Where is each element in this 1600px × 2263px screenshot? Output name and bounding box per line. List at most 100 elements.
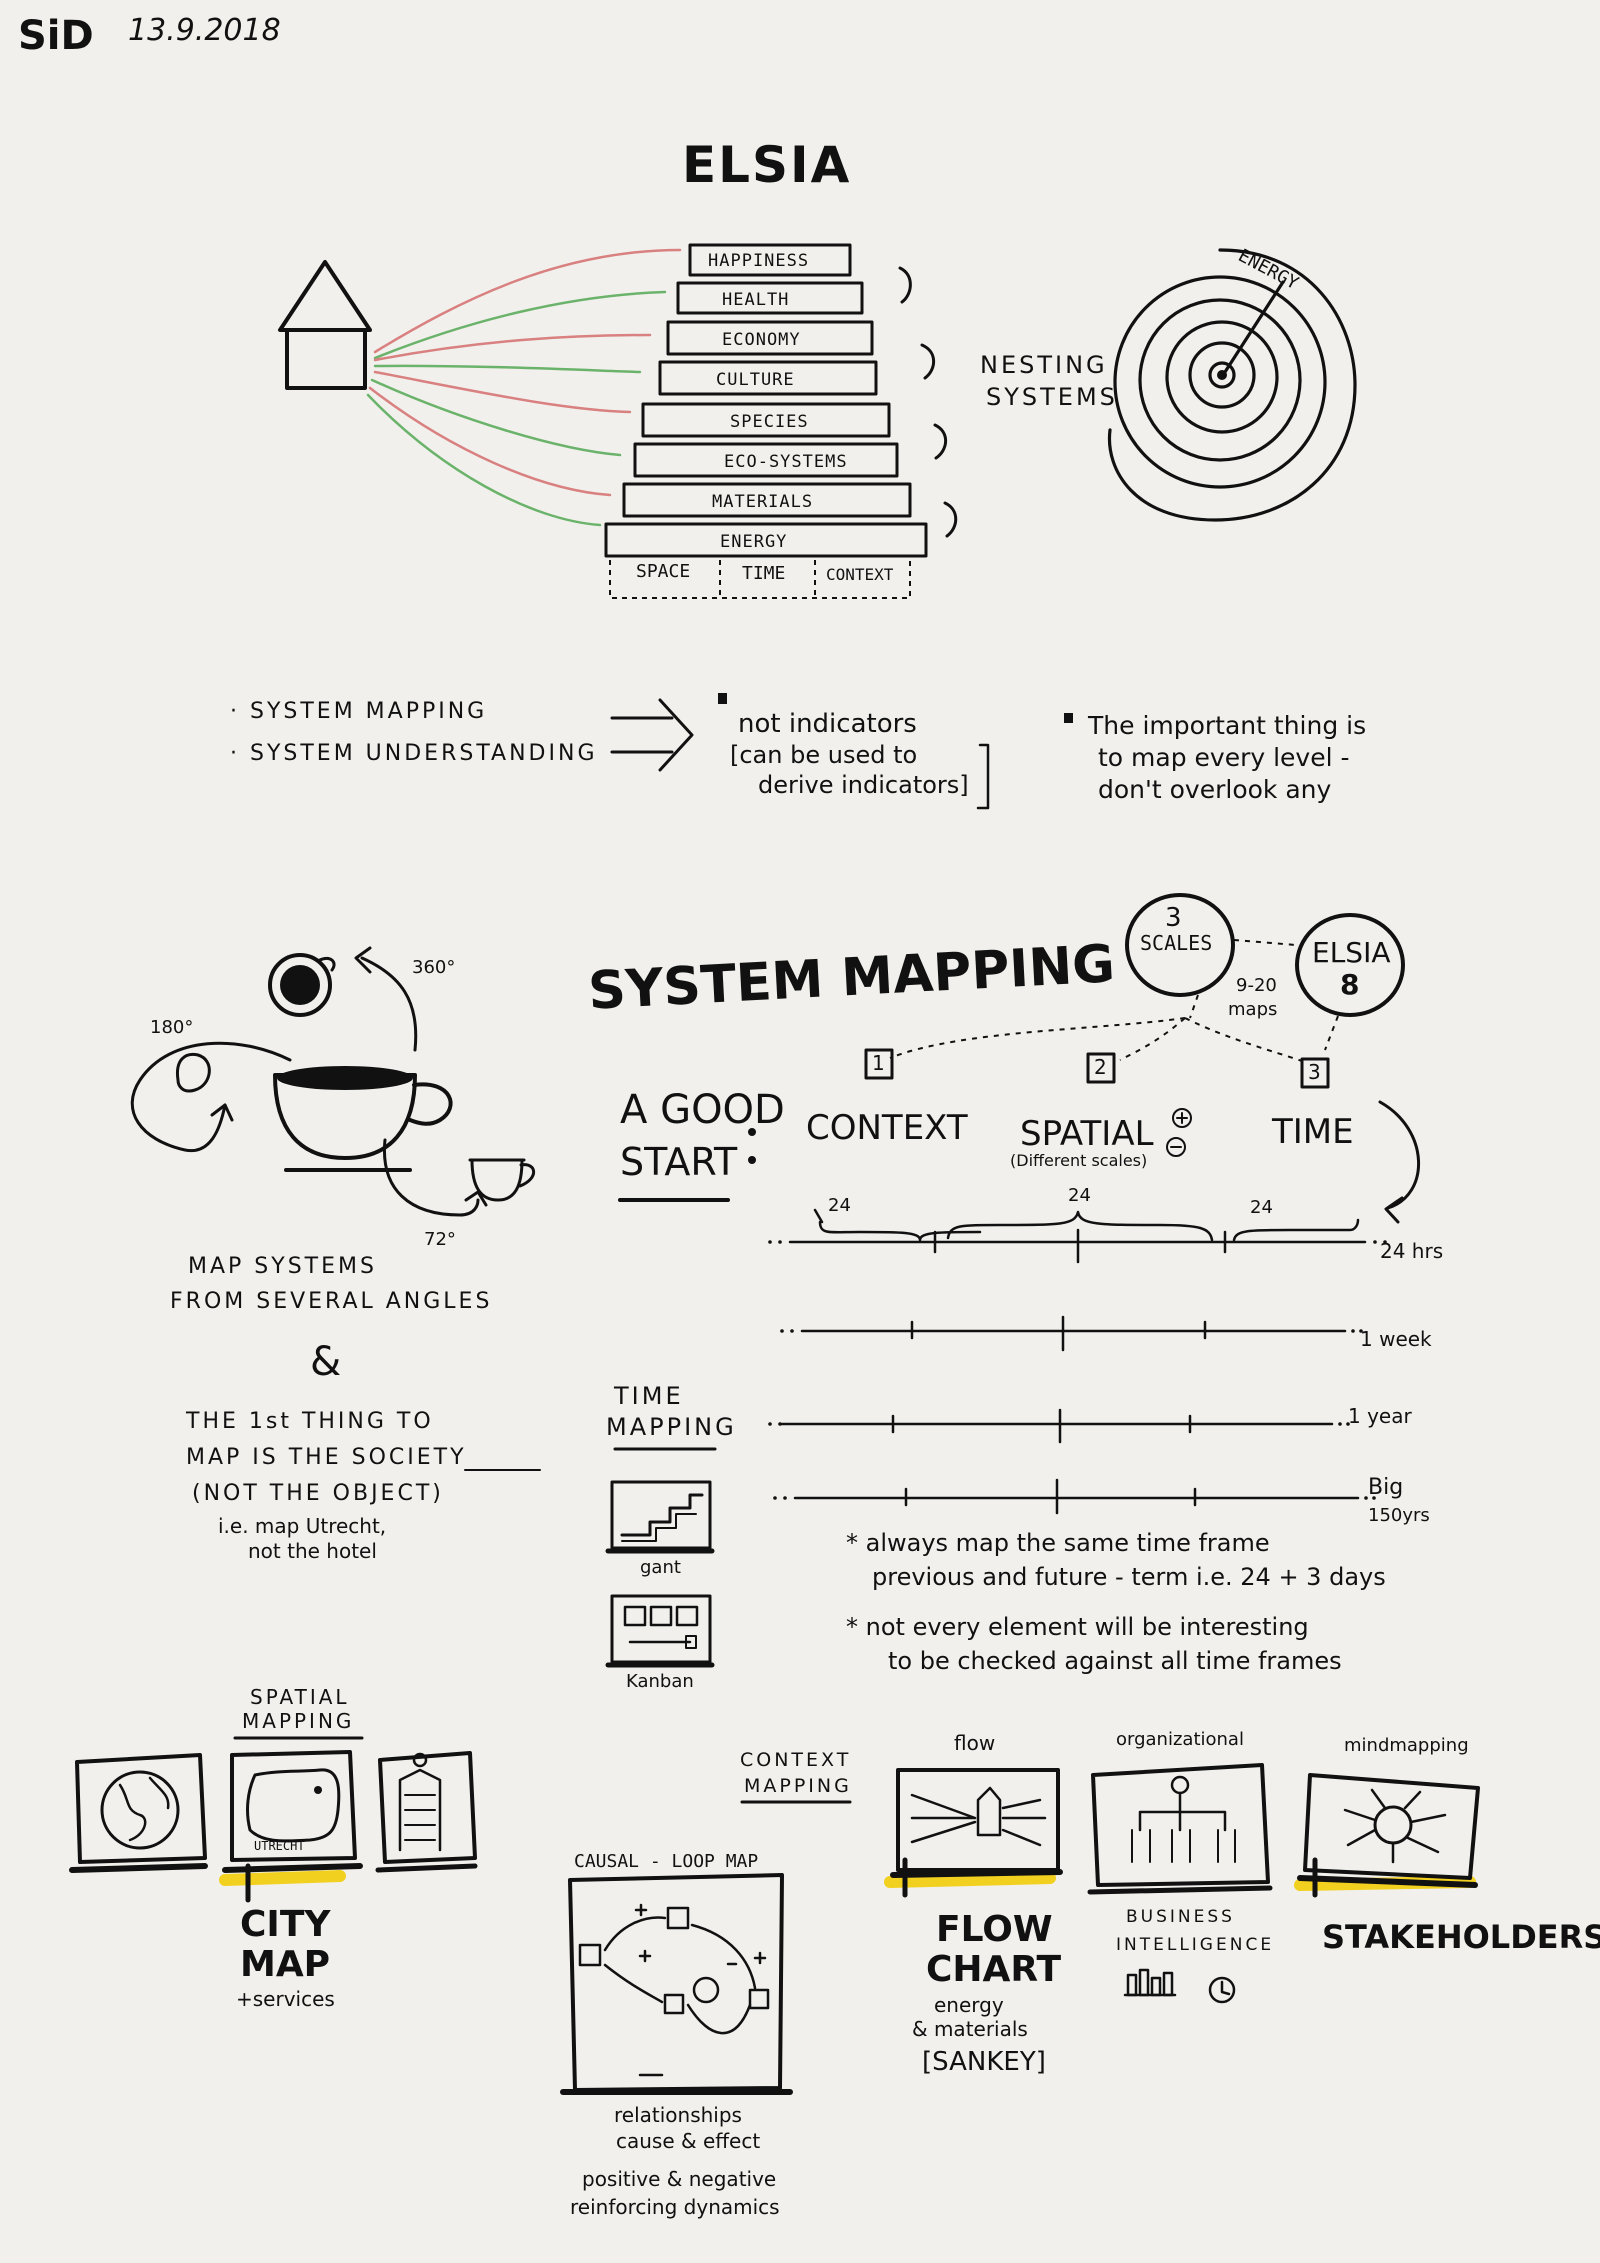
base-label: CONTEXT [826,565,894,584]
date-label: 13.9.2018 [128,13,281,48]
coffee-cup-small-icon [468,1158,536,1202]
level-label: HEALTH [722,290,790,310]
note-item: [can be used to [730,741,918,769]
staircase-arrows [898,266,958,538]
bi-label: BUSINESS [1126,1907,1235,1927]
causal-loop-frame-icon [560,1873,793,2095]
note-item: not indicators [738,709,917,739]
scales-number: 3 [1165,903,1182,933]
stakeholders-title: STAKEHOLDERS [1322,1918,1600,1956]
note-item: · SYSTEM UNDERSTANDING [230,741,598,766]
bar-chart-icon [1123,1968,1177,1997]
causal-caption: relationships [614,2103,742,2127]
step-number: 1 [872,1051,885,1075]
gantt-icon [605,1480,715,1554]
coffee-cup-side-icon [273,1073,453,1172]
causal-dynamics: reinforcing dynamics [570,2195,780,2219]
time-mapping-label: TIME [614,1382,684,1410]
elsia-staircase [604,243,928,558]
flow-label: flow [954,1731,996,1755]
step-number: 2 [1094,1055,1107,1079]
segment-label: 24 [1250,1197,1273,1218]
note-item: · SYSTEM MAPPING [230,699,488,724]
flow-chart-title: FLOW [936,1909,1053,1950]
bullet-square [718,693,727,704]
sankey-label: [SANKEY] [922,2047,1046,2077]
author-tag: SiD [18,13,94,59]
scales-label: SCALES [1140,931,1213,955]
house-icon [278,260,372,390]
building-frame-icon [375,1751,478,1873]
step-boxes [864,1048,1330,1089]
segment-brackets [813,1208,1360,1242]
time-note: previous and future - term i.e. 24 + 3 d… [872,1563,1386,1591]
context-mapping-label: CONTEXT [740,1749,852,1771]
timeline-label: Big [1368,1475,1404,1500]
step-label: SPATIAL [1020,1114,1154,1154]
level-label: CULTURE [716,370,795,390]
time-note: * always map the same time frame [846,1529,1270,1557]
step-sublabel: (Different scales) [1010,1151,1148,1170]
level-label: MATERIALS [712,492,814,512]
good-start-label: A GOOD [620,1087,785,1133]
spatial-mapping-label: MAPPING [242,1709,355,1733]
base-label: SPACE [636,561,691,582]
bullet-square [1064,713,1073,723]
level-label: HAPPINESS [708,251,810,271]
mindmap-frame-icon [1297,1773,1480,1888]
segment-label: 24 [828,1195,851,1216]
nesting-label: SYSTEMS [986,383,1118,411]
time-note: to be checked against all time frames [888,1647,1342,1675]
time-note: * not every element will be interesting [846,1613,1309,1641]
nesting-spiral-icon [1107,248,1357,522]
org-chart-frame-icon [1087,1763,1273,1895]
flow-chart-title: CHART [926,1949,1062,1990]
nesting-label: NESTING [980,351,1108,379]
level-label: SPECIES [730,412,809,432]
causal-caption: cause & effect [616,2129,761,2153]
causal-loop-title: CAUSAL - LOOP MAP [574,1851,759,1872]
flow-frame-icon [890,1768,1063,1878]
timeline-label: 1 week [1360,1327,1432,1351]
step-label: TIME [1272,1112,1354,1152]
segment-label: 24 [1068,1185,1091,1206]
kanban-icon [605,1594,715,1668]
elsia-circle-label: ELSIA [1312,936,1391,969]
society-note: (NOT THE OBJECT) [192,1481,444,1506]
gantt-label: gant [640,1557,681,1578]
angles-caption: FROM SEVERAL ANGLES [170,1289,493,1314]
yellow-highlights [219,1870,1476,1891]
elsia-circle-number: 8 [1340,968,1360,1001]
society-note: THE 1st THING TO [186,1409,434,1434]
step-number: 3 [1308,1060,1321,1084]
city-map-title: MAP [240,1944,331,1985]
organizational-label: organizational [1116,1729,1244,1750]
angles-caption: MAP SYSTEMS [188,1254,377,1279]
clock-icon [1208,1976,1236,2004]
timeline-label: 24 hrs [1380,1239,1444,1263]
note-item: don't overlook any [1098,775,1332,804]
flow-chart-sub: & materials [912,2017,1028,2041]
timeline-label: 1 year [1348,1404,1412,1428]
elsia-title: ELSIA [682,136,852,194]
angle-label: 72° [424,1229,456,1250]
city-map-sub: +services [236,1987,335,2011]
timelines [778,1228,1367,1515]
timeline-sublabel: 150yrs [1368,1505,1430,1526]
bi-label: INTELLIGENCE [1116,1935,1275,1955]
level-label: ECONOMY [722,330,801,350]
city-map-title: CITY [240,1904,331,1945]
society-note: i.e. map Utrecht, [218,1514,387,1538]
elsia-base [609,560,911,599]
society-note: not the hotel [248,1539,377,1563]
note-item: derive indicators] [758,771,969,799]
ampersand: & [310,1339,342,1385]
angle-label: 180° [150,1017,194,1038]
scale-circles [1125,893,1405,1017]
causal-dynamics: positive & negative [582,2167,777,2191]
good-start-label: START [620,1140,738,1184]
scale-connectors [889,939,1339,1063]
note-item: The important thing is [1088,711,1367,740]
flow-chart-sub: energy [934,1993,1004,2017]
